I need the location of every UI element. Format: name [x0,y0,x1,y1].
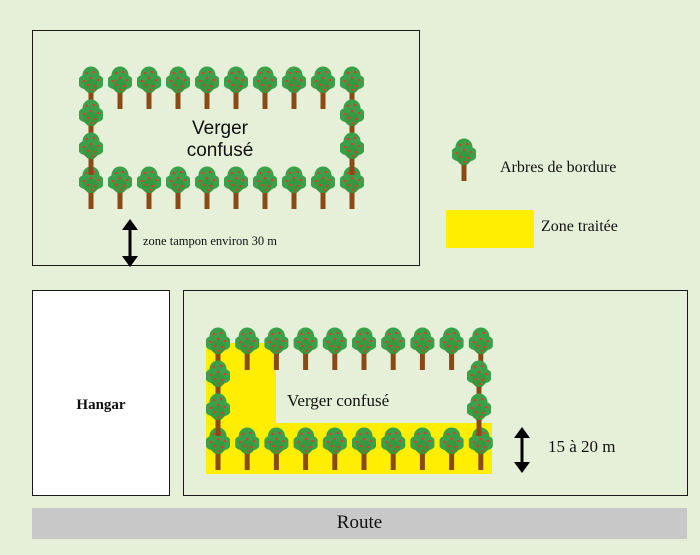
buffer-double-arrow-icon [122,219,138,267]
top-orchard-label-line2: confusé [186,140,254,161]
border-tree-icon [195,166,219,209]
bottom-orchard-label: Verger confusé [287,391,390,410]
border-tree-icon [282,166,306,209]
border-tree-icon [166,166,190,209]
legend-tree-icon [452,138,476,181]
road [32,508,687,539]
border-tree-icon [439,327,464,370]
border-tree-icon [195,66,219,109]
border-tree-icon [293,327,318,370]
top-orchard-label-line1: Verger [192,118,248,139]
border-tree-icon [410,327,435,370]
legend-trees-label: Arbres de bordure [500,159,617,176]
border-tree-icon [311,166,335,209]
buffer-zone-label: zone tampon environ 30 m [143,234,277,248]
border-tree-icon [340,132,364,175]
legend-treated-label: Zone traitée [541,218,618,235]
border-tree-icon [108,166,132,209]
border-tree-icon [381,327,406,370]
border-tree-icon [108,66,132,109]
border-tree-icon [137,166,161,209]
bottom-orchard-plot [183,290,688,496]
hangar-label: Hangar [76,397,126,413]
road-label: Route [336,512,383,533]
top-orchard-plot [32,30,420,266]
border-tree-icon [79,132,103,175]
border-tree-icon [311,66,335,109]
legend-treated-swatch [446,210,534,248]
border-tree-icon [253,66,277,109]
border-tree-icon [282,66,306,109]
border-tree-icon [137,66,161,109]
border-tree-icon [352,327,376,370]
border-tree-icon [253,166,277,209]
border-tree-icon [166,66,190,109]
border-tree-icon [224,166,248,209]
hangar-building [32,290,170,496]
distance-label: 15 à 20 m [548,437,616,456]
border-tree-icon [224,66,248,109]
border-tree-icon [322,327,347,370]
distance-double-arrow-icon [514,427,530,473]
